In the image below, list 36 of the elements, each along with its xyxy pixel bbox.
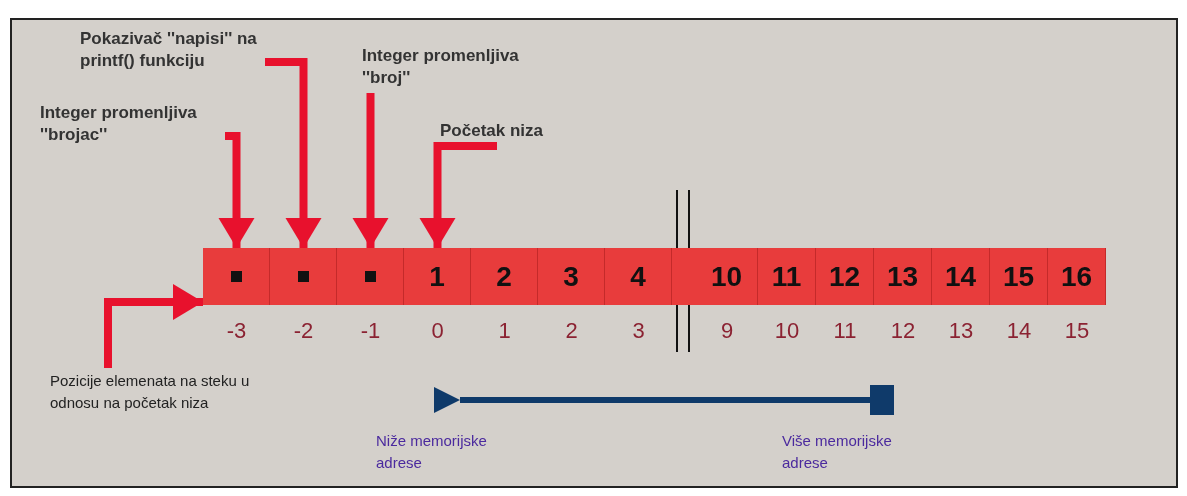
address-label: Više memorijske adrese	[782, 431, 893, 473]
memory-cell: 11	[758, 248, 816, 305]
callout-text: Pokazivač ''napisi'' na printf() funkciju	[80, 28, 295, 72]
index-label: 2	[564, 318, 579, 344]
memory-cell: 10	[672, 248, 758, 305]
index-label: -2	[292, 318, 315, 344]
index-label: 0	[430, 318, 445, 344]
memory-cell: 12	[816, 248, 874, 305]
index-label: 13	[947, 318, 975, 344]
memory-cell: 14	[932, 248, 990, 305]
callout-text: Integer promenljiva ''broj''	[362, 45, 552, 89]
index-label: -1	[359, 318, 382, 344]
memory-cell	[270, 248, 337, 305]
index-label: 12	[889, 318, 917, 344]
memory-cell: 3	[538, 248, 605, 305]
memory-cell: 1	[404, 248, 471, 305]
memory-cell: 15	[990, 248, 1048, 305]
callout-text: Pozicije elemenata na steku u odnosu na početak niza	[50, 370, 295, 414]
callout-text: Početak niza	[440, 120, 570, 142]
index-label: 14	[1005, 318, 1033, 344]
address-label: Niže memorijske adrese	[376, 431, 488, 473]
index-label: 11	[832, 318, 858, 344]
index-label: 15	[1063, 318, 1091, 344]
memory-cell	[337, 248, 404, 305]
memory-cell: 2	[471, 248, 538, 305]
index-label: 9	[719, 318, 735, 344]
index-label: 3	[631, 318, 646, 344]
arrow	[218, 132, 255, 248]
callout-text: Integer promenljiva ''brojac''	[40, 102, 255, 146]
memory-cell	[203, 248, 270, 305]
index-label: 10	[773, 318, 801, 344]
memory-cell: 4	[605, 248, 672, 305]
index-label: 1	[497, 318, 512, 344]
memory-cell: 13	[874, 248, 932, 305]
index-label: -3	[225, 318, 248, 344]
memory-cell: 16	[1048, 248, 1106, 305]
